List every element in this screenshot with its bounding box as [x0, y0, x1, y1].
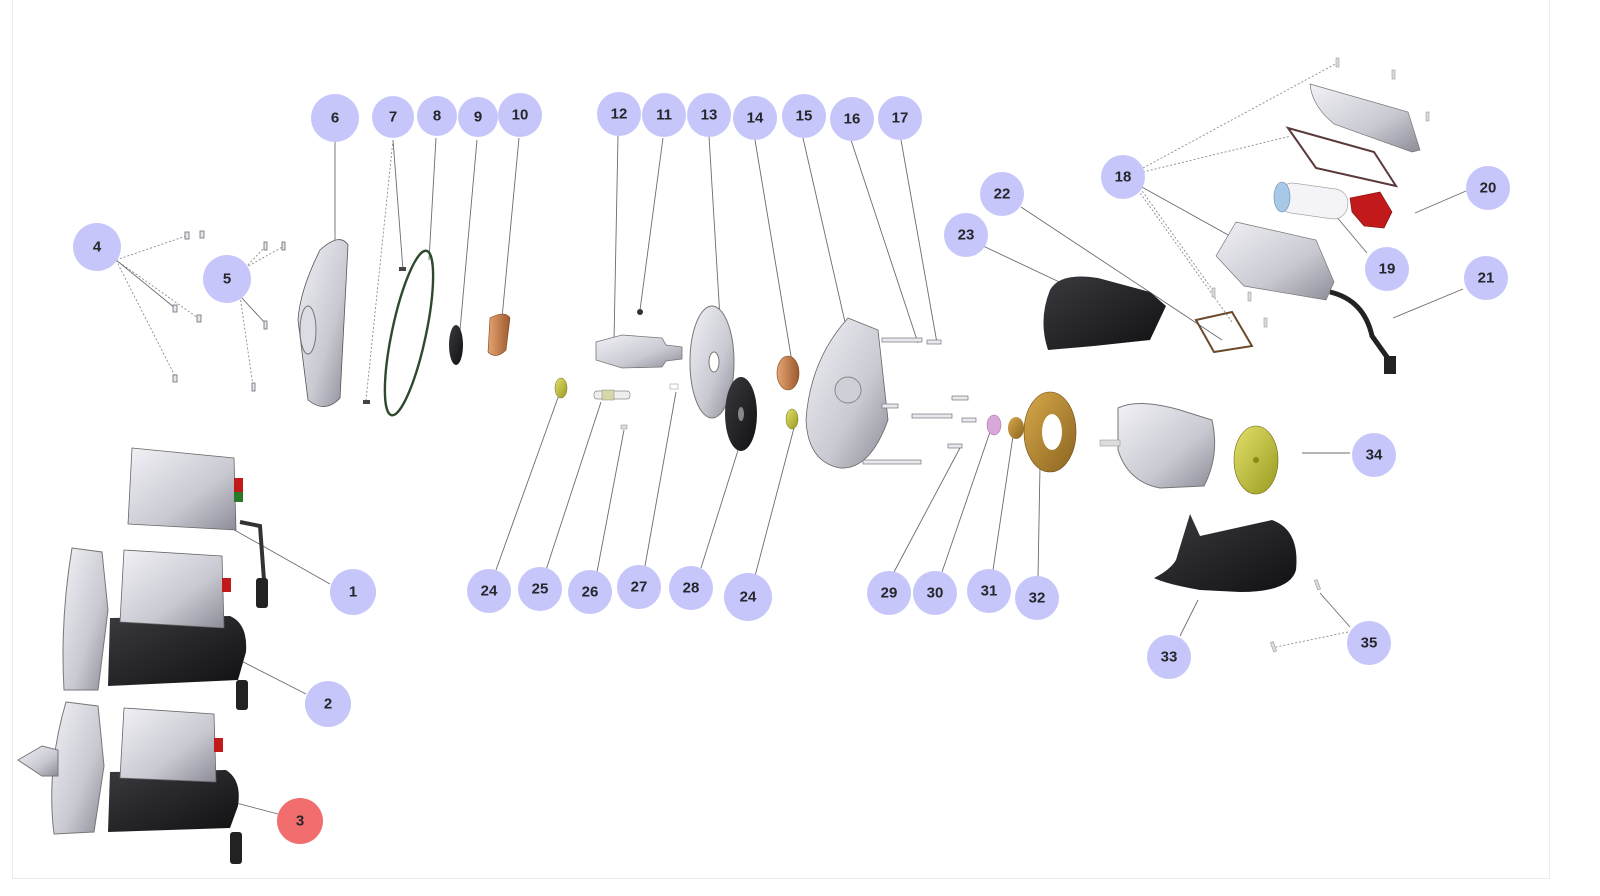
callout-34[interactable]: 34	[1352, 433, 1396, 477]
callout-26[interactable]: 26	[568, 570, 612, 614]
callout-24-left[interactable]: 24	[467, 569, 511, 613]
screw-icon	[172, 230, 286, 392]
parts-illustration	[17, 57, 1430, 864]
control-box-assembly[interactable]	[127, 447, 268, 608]
callout-5[interactable]: 5	[203, 255, 251, 303]
svg-text:25: 25	[532, 581, 549, 598]
diagram-canvas	[12, 0, 1550, 879]
motor-part[interactable]	[1117, 402, 1216, 489]
spindle-part[interactable]	[595, 334, 683, 369]
callout-23[interactable]: 23	[944, 213, 988, 257]
svg-text:29: 29	[881, 585, 898, 602]
switch-part[interactable]	[1349, 191, 1393, 229]
svg-text:14: 14	[747, 110, 764, 127]
svg-text:5: 5	[223, 271, 231, 288]
fan-part[interactable]	[1233, 425, 1279, 495]
callout-33[interactable]: 33	[1147, 635, 1191, 679]
callout-27[interactable]: 27	[617, 565, 661, 609]
callout-16[interactable]: 16	[830, 97, 874, 141]
callout-20[interactable]: 20	[1466, 166, 1510, 210]
callout-12[interactable]: 12	[597, 92, 641, 136]
callout-17[interactable]: 17	[878, 96, 922, 140]
svg-text:31: 31	[981, 583, 998, 600]
callout-25[interactable]: 25	[518, 567, 562, 611]
control-box-part[interactable]	[1215, 221, 1335, 301]
callout-24-right[interactable]: 24	[724, 573, 772, 621]
svg-text:3: 3	[296, 813, 304, 830]
svg-text:8: 8	[433, 108, 441, 125]
svg-text:22: 22	[994, 186, 1011, 203]
o-ring-part[interactable]	[375, 247, 443, 418]
svg-text:23: 23	[958, 227, 975, 244]
svg-text:33: 33	[1161, 649, 1178, 666]
motor-unit-assembly[interactable]	[62, 547, 248, 710]
callout-15[interactable]: 15	[782, 94, 826, 138]
svg-text:17: 17	[892, 110, 909, 127]
svg-text:26: 26	[582, 584, 599, 601]
callout-28[interactable]: 28	[669, 566, 713, 610]
svg-text:6: 6	[331, 110, 339, 127]
callout-32[interactable]: 32	[1015, 576, 1059, 620]
callout-18[interactable]: 18	[1101, 155, 1145, 199]
callout-19[interactable]: 19	[1365, 247, 1409, 291]
svg-text:16: 16	[844, 111, 861, 128]
callout-21[interactable]: 21	[1464, 256, 1508, 300]
callout-6[interactable]: 6	[311, 94, 359, 142]
callout-10[interactable]: 10	[498, 93, 542, 137]
svg-text:20: 20	[1480, 180, 1497, 197]
callouts: 1 2 3 4 5 6 7 8 9 10 12 11 13 14 15 16 1…	[73, 92, 1510, 844]
svg-text:32: 32	[1029, 590, 1046, 607]
svg-text:13: 13	[701, 107, 718, 124]
svg-text:9: 9	[474, 109, 482, 126]
svg-text:30: 30	[927, 585, 944, 602]
svg-text:24: 24	[740, 589, 757, 606]
callout-30[interactable]: 30	[913, 571, 957, 615]
svg-text:7: 7	[389, 109, 397, 126]
svg-text:11: 11	[656, 107, 672, 124]
svg-text:12: 12	[611, 106, 628, 123]
svg-text:24: 24	[481, 583, 498, 600]
callout-7[interactable]: 7	[372, 96, 414, 138]
svg-text:27: 27	[631, 579, 648, 596]
svg-text:28: 28	[683, 580, 700, 597]
callout-4[interactable]: 4	[73, 223, 121, 271]
callout-14[interactable]: 14	[733, 96, 777, 140]
svg-text:1: 1	[349, 584, 357, 601]
svg-text:18: 18	[1115, 169, 1132, 186]
callout-9[interactable]: 9	[458, 97, 498, 137]
front-cover-part[interactable]	[297, 239, 349, 407]
callout-8[interactable]: 8	[417, 96, 457, 136]
callout-35[interactable]: 35	[1347, 621, 1391, 665]
callout-2[interactable]: 2	[305, 681, 351, 727]
svg-text:34: 34	[1366, 447, 1383, 464]
svg-text:15: 15	[796, 108, 813, 125]
callout-22[interactable]: 22	[980, 172, 1024, 216]
svg-text:19: 19	[1379, 261, 1396, 278]
callout-31[interactable]: 31	[967, 569, 1011, 613]
svg-text:10: 10	[512, 107, 529, 124]
svg-text:21: 21	[1478, 270, 1495, 287]
complete-machine-assembly[interactable]	[17, 701, 242, 864]
callout-11[interactable]: 11	[642, 93, 686, 137]
callout-3-selected[interactable]: 3	[277, 798, 323, 844]
callout-29[interactable]: 29	[867, 571, 911, 615]
callout-1[interactable]: 1	[330, 569, 376, 615]
svg-text:4: 4	[93, 239, 102, 256]
callout-13[interactable]: 13	[687, 93, 731, 137]
motor-housing-part[interactable]	[1043, 276, 1166, 351]
svg-text:2: 2	[324, 696, 332, 713]
fan-cover-part[interactable]	[1154, 514, 1297, 592]
svg-text:35: 35	[1361, 635, 1378, 652]
